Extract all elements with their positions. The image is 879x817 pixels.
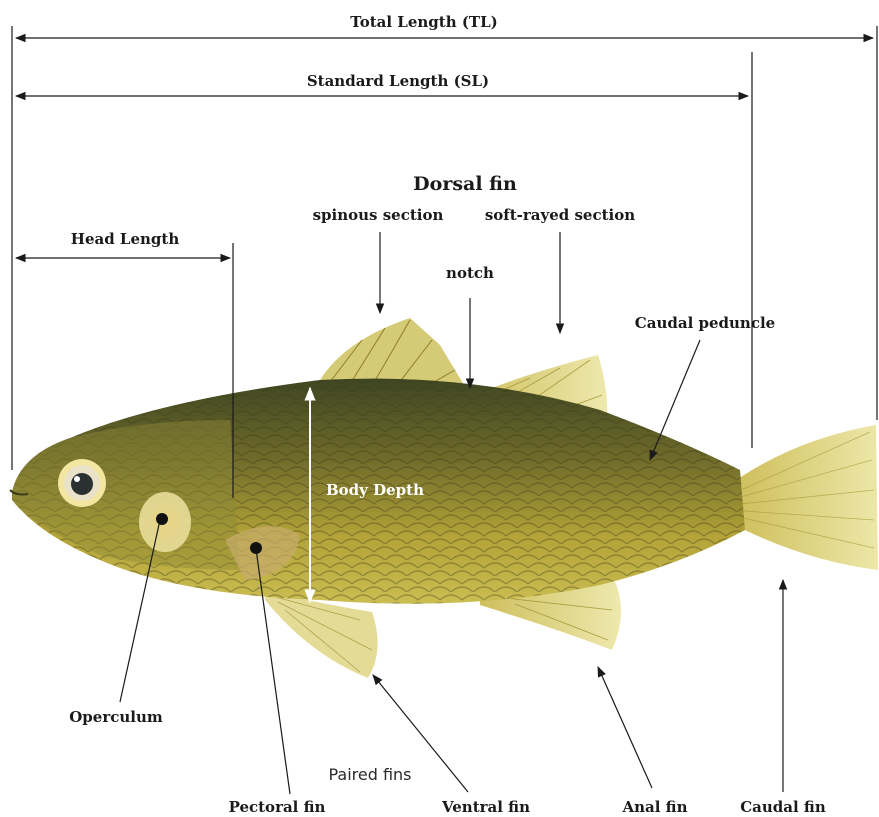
ventral-fin-label: Ventral fin [441, 798, 530, 816]
caudal-fin-label: Caudal fin [740, 798, 826, 816]
ventral-fin-shape [265, 590, 378, 678]
body-depth-label: Body Depth [326, 481, 424, 499]
notch-label: notch [446, 264, 494, 282]
fish-illustration [10, 318, 878, 678]
dorsal-fin-label: Dorsal fin [413, 173, 517, 195]
pectoral-fin-label: Pectoral fin [229, 798, 326, 816]
pectoral-fin-marker-dot [250, 542, 262, 554]
anal-fin-pointer [598, 667, 652, 788]
head-length-label: Head Length [71, 230, 180, 248]
caudal-peduncle-label: Caudal peduncle [635, 314, 775, 332]
total-length-label: Total Length (TL) [350, 13, 497, 31]
standard-length-label: Standard Length (SL) [307, 72, 489, 90]
anal-fin-label: Anal fin [622, 798, 688, 816]
operculum-marker-dot [156, 513, 168, 525]
paired-fins-label: Paired fins [328, 765, 411, 784]
operculum-label: Operculum [69, 708, 163, 726]
spinous-section-label: spinous section [313, 206, 444, 224]
soft-rayed-section-label: soft-rayed section [485, 206, 635, 224]
